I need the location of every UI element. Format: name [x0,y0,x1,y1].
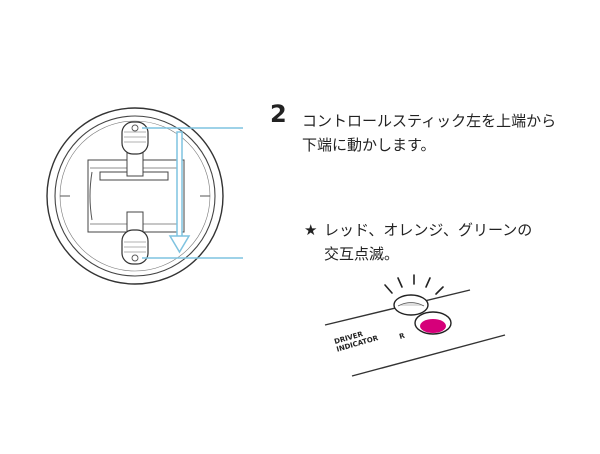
driver-indicator-panel: DRIVER INDICATOR R [324,274,506,377]
guide-lines [142,127,243,259]
down-arrow-icon [168,131,191,254]
note-line2: 交互点滅。 [324,245,400,263]
stick-knob-top [121,121,149,177]
step-number: 2 [270,100,287,128]
indicator-lamp-unlit [393,294,429,316]
result-note: ★ レッド、オレンジ、グリーンの 交互点滅。 [304,218,574,266]
panel-label-mark: R [398,332,406,341]
panel-label: DRIVER INDICATOR [333,330,379,354]
note-line1: レッド、オレンジ、グリーンの [324,221,533,239]
stick-knob-bottom [121,211,149,265]
step-instruction: コントロールスティック左を上端から下端に動かします。 [302,112,557,154]
star-icon: ★ [304,221,318,239]
indicator-lamp-lit [414,311,452,335]
blink-rays-icon [384,274,444,295]
